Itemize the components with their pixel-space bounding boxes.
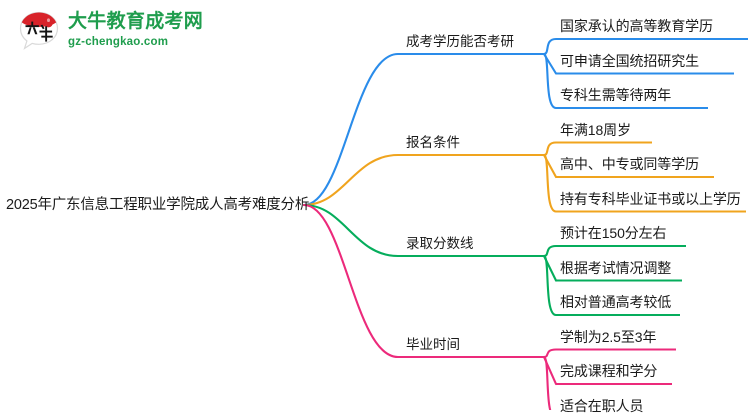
leaf-connector-1-1 — [542, 153, 558, 179]
leaf-connector-1-2 — [542, 153, 558, 213]
brand-name-cn: 大牛教育成考网 — [68, 11, 204, 32]
brand-wordmark: 大牛教育成考网 gz-chengkao.com — [68, 11, 218, 55]
branch-node-label-2[interactable]: 录取分数线 — [406, 236, 474, 251]
leaf-connector-0-1 — [542, 52, 558, 75]
leaf-node-label-0-0[interactable]: 国家承认的高等教育学历 — [560, 18, 713, 34]
leaf-node-label-0-2[interactable]: 专科生需等待两年 — [560, 87, 672, 103]
leaf-connector-0-2 — [542, 52, 558, 110]
branch-node-label-3[interactable]: 毕业时间 — [406, 337, 460, 352]
leaf-node-label-2-2[interactable]: 相对普通高考较低 — [560, 294, 672, 310]
leaf-connector-3-2 — [542, 355, 552, 410]
brand-logo[interactable]: 大牛教育成考网 gz-chengkao.com — [18, 9, 218, 57]
leaf-connector-2-1 — [542, 254, 558, 282]
leaf-connector-3-0 — [542, 348, 558, 359]
leaf-node-label-1-0[interactable]: 年满18周岁 — [560, 121, 631, 138]
leaf-connector-3-1 — [542, 355, 558, 386]
speech-bubble-logo-icon — [18, 11, 62, 53]
leaf-connector-2-0 — [542, 244, 558, 258]
branch-node-label-0[interactable]: 成考学历能否考研 — [406, 34, 514, 49]
leaf-node-label-2-0[interactable]: 预计在150分左右 — [560, 225, 667, 241]
leaf-node-label-1-2[interactable]: 持有专科毕业证书或以上学历 — [560, 190, 741, 207]
leaf-connector-0-0 — [542, 37, 558, 56]
leaf-node-label-1-1[interactable]: 高中、中专或同等学历 — [560, 156, 699, 172]
leaf-node-label-3-1[interactable]: 完成课程和学分 — [560, 363, 658, 379]
leaf-node-label-3-2[interactable]: 适合在职人员 — [560, 397, 644, 414]
branch-connector-2 — [302, 203, 400, 258]
branch-connector-1 — [302, 153, 400, 207]
branch-node-label-1[interactable]: 报名条件 — [406, 135, 460, 150]
root-node-label[interactable]: 2025年广东信息工程职业学院成人高考难度分析 — [6, 197, 310, 213]
branch-connector-0 — [302, 52, 400, 207]
brand-name-en: gz-chengkao.com — [68, 36, 169, 48]
branch-connector-3 — [302, 203, 400, 359]
leaf-node-label-2-1[interactable]: 根据考试情况调整 — [560, 259, 672, 276]
leaf-connector-1-0 — [542, 141, 558, 157]
leaf-node-label-0-1[interactable]: 可申请全国统招研究生 — [560, 52, 699, 69]
leaf-node-label-3-0[interactable]: 学制为2.5至3年 — [560, 328, 657, 345]
leaf-connector-2-2 — [542, 254, 558, 317]
